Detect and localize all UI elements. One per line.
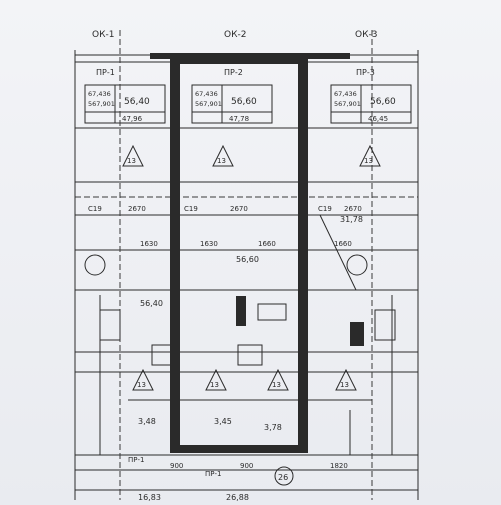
- svg-text:C19: C19: [88, 205, 102, 213]
- area-label-left: 56,40: [140, 299, 163, 308]
- room-table-right: 67,436 567,901 56,60 46,45: [330, 84, 412, 124]
- node-circle-left: [84, 254, 106, 276]
- section-label-right: ОК-3: [355, 30, 377, 40]
- bottom-area-left: 3,48: [138, 417, 156, 426]
- svg-text:1660: 1660: [258, 240, 276, 248]
- dimension-mid-row: 1630 1630 1660 1660: [140, 240, 352, 248]
- table-left-c: 47,96: [122, 115, 143, 123]
- wall-right-central: [298, 58, 308, 453]
- bottom-area-middle: 3,45: [214, 417, 232, 426]
- table-right-area: 56,60: [370, 97, 396, 107]
- svg-text:900: 900: [240, 462, 253, 470]
- dimension-bottom-row: 900 900 1820: [170, 462, 348, 470]
- node-circle-bottom: [274, 466, 294, 486]
- node-circle-right: [346, 254, 368, 276]
- svg-text:1630: 1630: [140, 240, 158, 248]
- svg-text:2670: 2670: [230, 205, 248, 213]
- svg-text:13: 13: [340, 381, 349, 389]
- svg-text:13: 13: [127, 157, 136, 165]
- table-left-b: 567,901: [88, 100, 115, 108]
- svg-text:1660: 1660: [334, 240, 352, 248]
- table-left-a: 67,436: [88, 90, 111, 98]
- node-label-1: ПР-1: [128, 456, 144, 464]
- svg-text:C19: C19: [318, 205, 332, 213]
- svg-text:1820: 1820: [330, 462, 348, 470]
- section-label-middle: ОК-2: [224, 30, 246, 40]
- svg-text:13: 13: [364, 157, 373, 165]
- table-left-area: 56,40: [124, 97, 150, 107]
- table-middle-a: 67,436: [195, 90, 218, 98]
- box-stair-left: [151, 344, 173, 366]
- node-circle-bottom-label: 26: [278, 473, 288, 482]
- svg-text:900: 900: [170, 462, 183, 470]
- area-label-middle: 56,60: [236, 255, 259, 264]
- wall-left-central: [170, 58, 180, 453]
- table-middle-c: 47,78: [229, 115, 249, 123]
- box-middle: [257, 303, 287, 321]
- area-label-right: 31,78: [340, 215, 363, 224]
- svg-text:13: 13: [272, 381, 281, 389]
- dimension-span-row: 2670 2670 2670 C19 C19 C19: [88, 205, 362, 213]
- node-label-2: ПР-1: [205, 470, 221, 478]
- wall-bottom-central: [170, 445, 308, 453]
- bottom-area-right: 3,78: [264, 423, 282, 432]
- svg-text:C19: C19: [184, 205, 198, 213]
- box-left: [99, 309, 121, 341]
- svg-text:13: 13: [217, 157, 226, 165]
- dimension-base-row: 16,83 26,88: [138, 493, 249, 502]
- room-markers-bottom: 13 13 13 13: [132, 368, 357, 391]
- pier-right: [350, 322, 364, 346]
- svg-text:26,88: 26,88: [226, 493, 249, 502]
- table-right-b: 567,901: [334, 100, 361, 108]
- pier-middle: [236, 296, 246, 326]
- box-right: [374, 309, 396, 341]
- room-markers-top: 13 13 13: [122, 144, 381, 167]
- table-middle-b: 567,901: [195, 100, 222, 108]
- wall-top-central: [170, 58, 308, 64]
- table-right-a: 67,436: [334, 90, 357, 98]
- svg-text:13: 13: [210, 381, 219, 389]
- room-table-left: 67,436 567,901 56,40 47,96: [84, 84, 166, 124]
- section-label-left: ОК-1: [92, 30, 114, 40]
- table-middle-area: 56,60: [231, 97, 257, 107]
- svg-text:16,83: 16,83: [138, 493, 161, 502]
- window-label-right: ПР-3: [356, 68, 375, 77]
- svg-text:2670: 2670: [128, 205, 146, 213]
- svg-text:1630: 1630: [200, 240, 218, 248]
- top-wall: [150, 53, 350, 59]
- window-label-left: ПР-1: [96, 68, 115, 77]
- svg-text:2670: 2670: [344, 205, 362, 213]
- svg-text:13: 13: [137, 381, 146, 389]
- table-right-c: 46,45: [368, 115, 388, 123]
- window-label-middle: ПР-2: [224, 68, 243, 77]
- box-stair-mid: [237, 344, 263, 366]
- room-table-middle: 67,436 567,901 56,60 47,78: [191, 84, 273, 124]
- misc-wall-lines: [99, 214, 393, 455]
